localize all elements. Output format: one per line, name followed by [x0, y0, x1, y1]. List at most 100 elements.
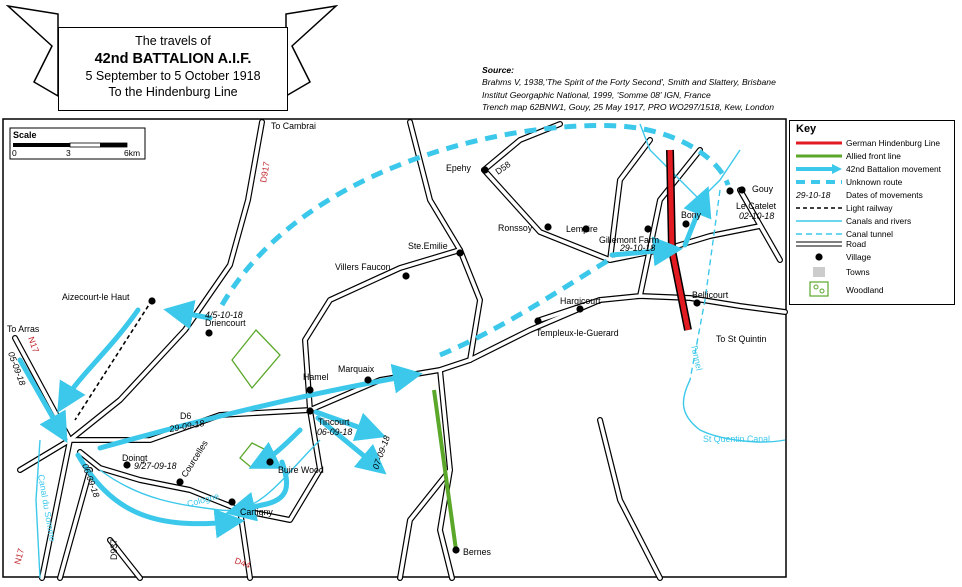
key-symbol-woodland — [809, 281, 829, 297]
move-gillemont — [609, 236, 683, 267]
label-doingt: Doingt — [122, 453, 148, 463]
move-buire — [248, 427, 303, 469]
source-line-2: Institut Georgaphic National, 1999, 'Som… — [482, 89, 711, 100]
key-label: Road — [846, 239, 867, 249]
source-block: Source: Brahms V, 1938,'The Spirit of th… — [482, 64, 776, 114]
key-symbol-black-dashed — [796, 207, 842, 209]
key-row-railway: Light railway — [790, 202, 954, 214]
source-line-3: Trench map 62BNW1, Gouy, 25 May 1917, PR… — [482, 102, 775, 113]
key-symbol-date: 29-10-18 — [796, 190, 831, 200]
date-d6: 29-09-18 — [168, 418, 206, 434]
village-aizecourt — [148, 297, 156, 305]
label-n17-top: N17 — [26, 335, 41, 354]
label-bony: Bony — [681, 210, 702, 220]
date-tincourt-se: 07-09-18 — [370, 434, 391, 471]
village-bellicourt — [693, 299, 701, 307]
map-frame — [2, 118, 787, 578]
key-title: Key — [796, 123, 817, 135]
label-hargicourt: Hargicourt — [560, 296, 601, 306]
village-marquaix — [364, 376, 372, 384]
key-row-tunnel: Canal tunnel — [790, 228, 954, 240]
key-symbol-cyan-dashed — [796, 233, 842, 235]
scale-bar: Scale 0 3 6km — [9, 127, 146, 160]
village-villers-faucon — [402, 272, 410, 280]
canal-tunnel-line — [689, 189, 721, 381]
key-row-canals: Canals and rivers — [790, 215, 954, 227]
village-hamel — [306, 386, 314, 394]
unknown-route-gillemont — [439, 255, 614, 358]
move-driencourt — [163, 300, 213, 330]
label-d6: D6 — [180, 411, 191, 421]
label-d917: D917 — [258, 161, 272, 184]
key-row-hindenburg: German Hindenburg Line — [790, 137, 954, 149]
label-le-catelet: Le Catelet — [736, 201, 777, 211]
village-bony — [682, 220, 690, 228]
date-tincourt: 06-09-18 — [317, 427, 352, 437]
label-villers-faucon: Villers Faucon — [335, 262, 391, 272]
key-label: Towns — [846, 267, 870, 277]
label-gouy: Gouy — [752, 184, 774, 194]
unknown-route-north — [219, 123, 731, 307]
label-st-quentin-canal: St Quentin Canal — [703, 434, 770, 444]
label-driencourt: Driencourt — [205, 318, 246, 328]
key-row-village: Village — [790, 251, 954, 263]
key-symbol-green-line — [796, 154, 842, 158]
key-label: 42nd Battalion movement — [846, 164, 941, 174]
move-tincourt-se — [315, 415, 387, 475]
label-hamel: Hamel — [303, 372, 328, 382]
scale-tick-3: 3 — [66, 148, 71, 158]
source-line-1: Brahms V, 1938,'The Spirit of the Forty … — [482, 77, 776, 88]
label-lempire: Lempire — [566, 224, 598, 234]
date-gillemont: 29-10-18 — [619, 243, 655, 253]
title-line-1: The travels of — [135, 34, 211, 48]
light-railway — [74, 299, 153, 421]
move-cartigny — [225, 459, 290, 522]
key-symbol-blue-dashed — [796, 180, 842, 184]
village-hargicourt — [576, 305, 584, 313]
key-row-allied: Allied front line — [790, 150, 954, 162]
key-symbol-blue-arrow — [796, 164, 842, 174]
label-tunnel: Tunnel — [689, 343, 704, 371]
village-driencourt — [205, 329, 213, 337]
title-line-3: 5 September to 5 October 1918 — [85, 69, 261, 83]
key-symbol-red-line — [796, 141, 842, 145]
map-key: Key German Hindenburg Line Allied front … — [789, 120, 955, 305]
date-doingt: 9/27-09-18 — [134, 461, 177, 471]
move-somme — [75, 452, 245, 539]
village-ste-emilie — [456, 249, 464, 257]
label-epehy: Epehy — [446, 163, 472, 173]
village-le-catelet — [726, 187, 734, 195]
label-templeux: Templeux-le-Guerard — [536, 328, 619, 338]
scale-tick-0: 0 — [12, 148, 17, 158]
place-labels: Epehy Ronssoy Lempire Gillemont Farm Bon… — [7, 121, 777, 560]
title-banner — [5, 4, 339, 98]
label-d937: D937 — [109, 539, 119, 560]
key-label: German Hindenburg Line — [846, 138, 941, 148]
label-tincourt: Tincourt — [318, 417, 350, 427]
woodland-areas — [231, 329, 281, 469]
village-gouy — [738, 186, 746, 194]
st-quentin-canal-line — [682, 379, 786, 443]
village-dots — [123, 166, 746, 554]
village-buire-wood — [266, 458, 274, 466]
title-box: The travels of 42nd BATTALION A.I.F. 5 S… — [58, 27, 288, 111]
label-buire-wood: Buire Wood — [278, 465, 324, 475]
key-row-road: Road — [790, 238, 954, 250]
label-courcelles: Courcelles — [179, 438, 210, 479]
label-to-cambrai: To Cambrai — [271, 121, 316, 131]
move-bony — [682, 186, 712, 248]
village-doingt — [123, 461, 131, 469]
key-symbol-grey-square — [813, 267, 825, 277]
move-tincourt-e — [313, 409, 387, 442]
label-gillemont: Gillemont Farm — [599, 235, 659, 245]
key-label: Unknown route — [846, 177, 903, 187]
key-label: Allied front line — [846, 151, 901, 161]
allied-front-line — [432, 389, 458, 551]
key-label: Woodland — [846, 285, 884, 295]
key-row-unknown: Unknown route — [790, 176, 954, 188]
village-cartigny — [228, 498, 236, 506]
village-epehy — [481, 166, 489, 174]
label-to-arras: To Arras — [7, 324, 40, 334]
